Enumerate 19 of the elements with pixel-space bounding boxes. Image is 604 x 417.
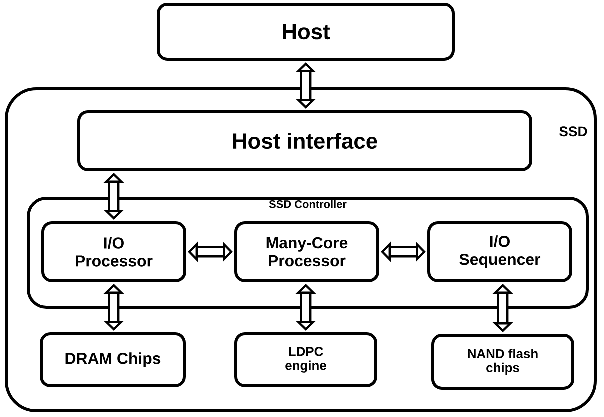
- double-arrow: [104, 173, 124, 220]
- box: I/O Sequencer: [428, 222, 572, 282]
- double-arrow: [104, 284, 124, 331]
- group-box: [5, 88, 597, 412]
- box: LDPC engine: [234, 332, 378, 388]
- box: NAND flash chips: [432, 334, 574, 390]
- double-arrow: [296, 284, 316, 331]
- box: Host interface: [78, 110, 532, 172]
- box: I/O Processor: [42, 222, 186, 282]
- heading: SSD: [560, 126, 588, 137]
- box: Many-Core Processor: [234, 222, 380, 282]
- box: Host: [157, 3, 455, 61]
- double-arrow: [381, 242, 426, 262]
- heading: SSD Controller: [269, 200, 347, 208]
- double-arrow: [188, 242, 233, 262]
- double-arrow: [296, 62, 316, 109]
- box: DRAM Chips: [40, 332, 186, 388]
- group-box: [27, 197, 589, 309]
- double-arrow: [492, 284, 514, 332]
